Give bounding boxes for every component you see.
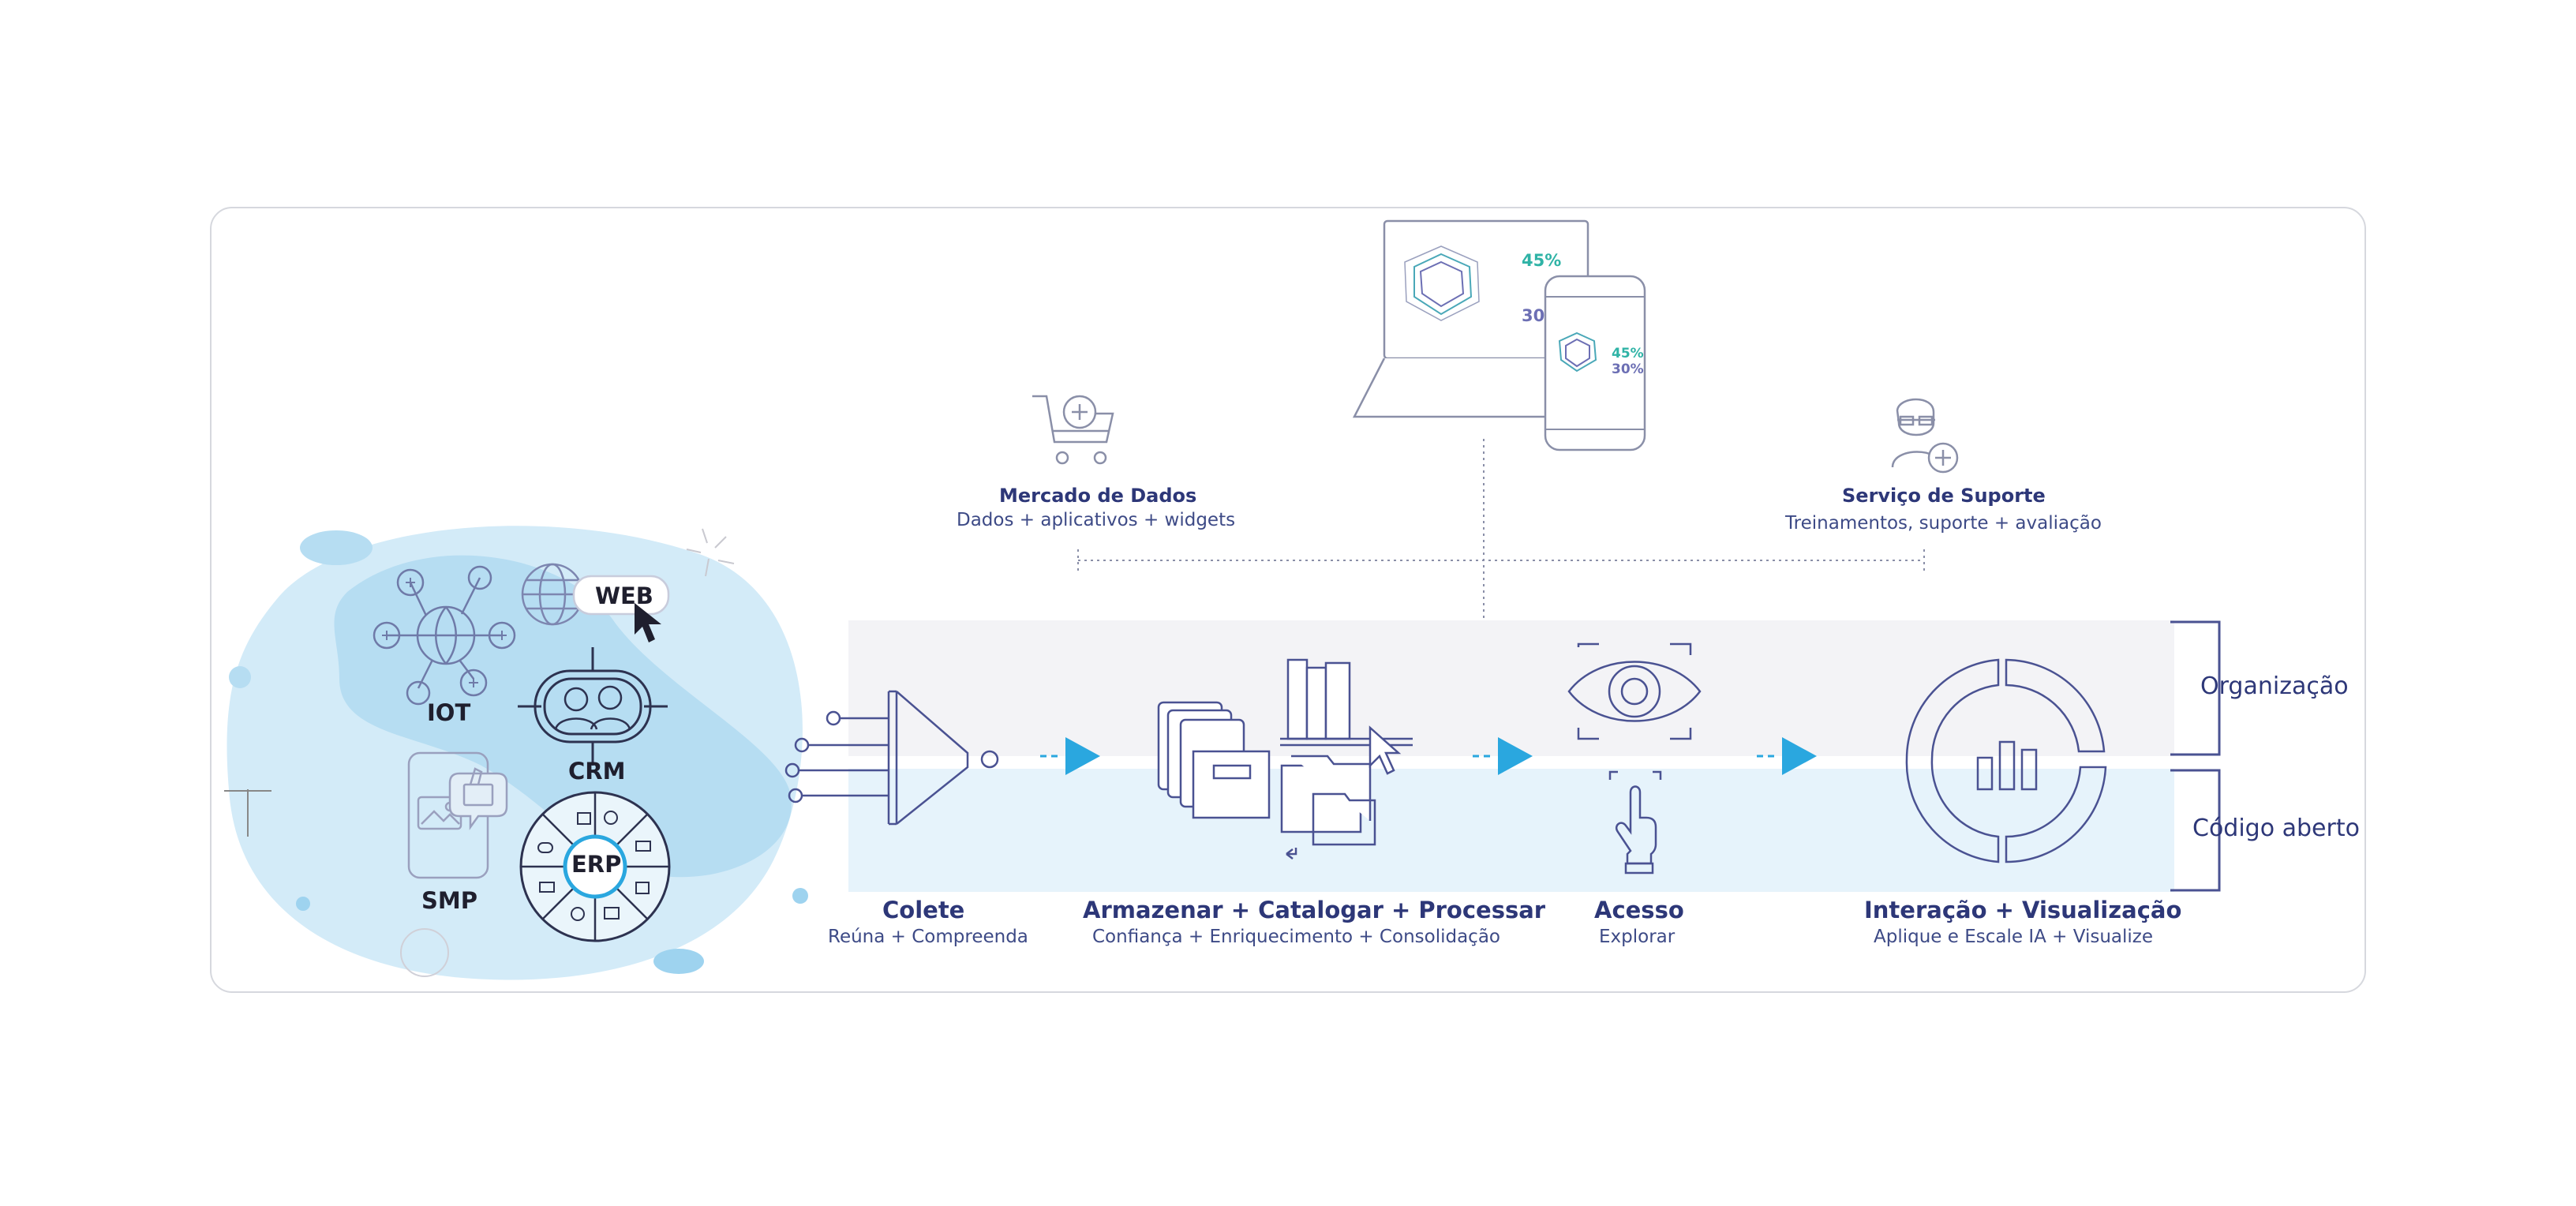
stage-access-title: Acesso xyxy=(1594,897,1684,923)
organization-bracket xyxy=(2170,620,2221,756)
support-title: Serviço de Suporte xyxy=(1842,485,2046,507)
smp-label: SMP xyxy=(421,887,477,914)
phone-pct-1: 45% xyxy=(1612,346,1644,361)
flow-arrow-3 xyxy=(1757,737,1817,775)
storage-catalog-icon xyxy=(1157,658,1413,860)
stage-visualize-title: Interação + Visualização xyxy=(1864,897,2182,923)
phone-icon xyxy=(1544,275,1646,451)
sparkle-icon xyxy=(686,528,735,577)
laptop-icon xyxy=(1352,219,1589,418)
stage-store-subtitle: Confiança + Enriquecimento + Consolidaçã… xyxy=(1092,927,1500,947)
web-globe-icon xyxy=(521,563,670,626)
iot-network-icon xyxy=(373,565,516,706)
market-title: Mercado de Dados xyxy=(999,485,1197,507)
stage-visualize-subtitle: Aplique e Escale IA + Visualize xyxy=(1874,927,2154,947)
support-subtitle: Treinamentos, suporte + avaliação xyxy=(1785,513,2102,534)
support-person-icon xyxy=(1891,398,1959,474)
flow-arrow-2 xyxy=(1473,737,1533,775)
organization-label: Organização xyxy=(2200,672,2349,700)
smp-phone-icon xyxy=(407,751,508,879)
donut-chart-icon xyxy=(1905,658,2107,863)
open-source-band xyxy=(848,769,2174,892)
shopping-cart-icon xyxy=(1032,395,1114,465)
flow-arrow-1 xyxy=(1040,737,1100,775)
web-label: WEB xyxy=(595,582,653,609)
stage-collect-title: Colete xyxy=(882,897,965,923)
touch-hand-icon xyxy=(1608,770,1662,875)
mouse-cursor-icon xyxy=(635,603,661,642)
erp-wheel-icon xyxy=(519,791,671,942)
laptop-pct-1: 45% xyxy=(1522,251,1562,270)
crm-people-icon xyxy=(518,647,668,766)
iot-label: IOT xyxy=(427,699,471,726)
open-source-bracket xyxy=(2170,769,2221,892)
crm-label: CRM xyxy=(568,758,626,785)
open-source-label: Código aberto xyxy=(2192,815,2360,842)
top-connector-lines xyxy=(1077,439,1925,622)
market-subtitle: Dados + aplicativos + widgets xyxy=(957,510,1236,530)
stage-collect-subtitle: Reúna + Compreenda xyxy=(828,927,1028,947)
funnel-collect-icon xyxy=(784,690,999,826)
organization-band xyxy=(848,620,2174,756)
stage-store-title: Armazenar + Catalogar + Processar xyxy=(1083,897,1546,923)
laptop-pct-2: 30 xyxy=(1522,306,1545,325)
erp-label: ERP xyxy=(571,851,622,878)
phone-pct-2: 30% xyxy=(1612,361,1644,377)
eye-access-icon xyxy=(1567,642,1702,740)
stage-access-subtitle: Explorar xyxy=(1599,927,1676,947)
